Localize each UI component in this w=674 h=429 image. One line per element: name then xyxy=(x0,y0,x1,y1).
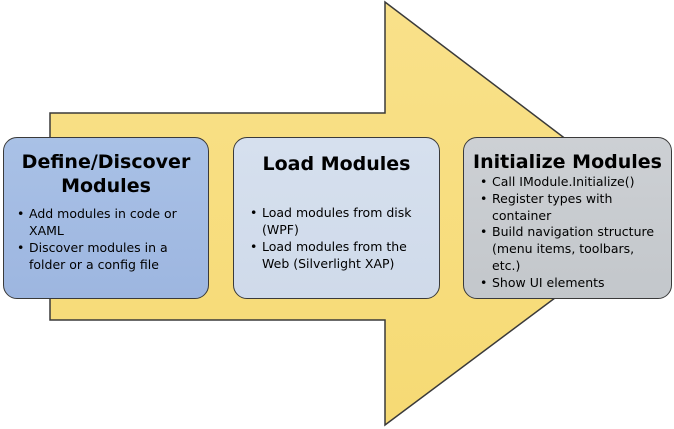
stage-title: Initialize Modules xyxy=(473,151,662,173)
stage-load-box: Load Modules • Load modules from disk (WP… xyxy=(233,137,440,299)
bullet-item: • Load modules from disk (WPF) xyxy=(248,204,433,238)
bullet-text: Load modules from the Web (Silverlight X… xyxy=(262,239,407,271)
bullet-item: •Show UI elements xyxy=(478,275,665,292)
bullet-text: Discover modules in a folder or a config… xyxy=(29,240,168,272)
stage-bullet-list: • Load modules from disk (WPF) • Load modu… xyxy=(248,204,433,272)
bullet-item: •Register types with container xyxy=(478,191,665,225)
bullet-item: • Call IModule.Initialize() xyxy=(478,174,665,191)
stage-initialize-box: Initialize Modules • Call IModule.Initial… xyxy=(463,137,672,299)
stage-bullet-list: •Call IModule.Initialize() •Register typ… xyxy=(478,174,665,292)
stage-title: Define/Discover Modules xyxy=(4,150,208,198)
stage-bullet-list: • Add modules in code or XAML • Discover m… xyxy=(15,205,202,273)
bullet-icon: • xyxy=(480,174,488,189)
bullet-item: •Build navigation structure (menu items,… xyxy=(478,224,665,274)
stage-title: Load Modules xyxy=(262,153,411,175)
bullet-item: • Discover modules in a folder or a confi… xyxy=(15,239,202,273)
bullet-text: Add modules in code or XAML xyxy=(29,206,177,238)
bullet-icon: • xyxy=(480,190,488,206)
bullet-icon: • xyxy=(17,240,25,255)
stage-title-line: Define/Discover xyxy=(21,151,191,173)
bullet-text: Build navigation structure (menu items, … xyxy=(492,224,655,273)
stage-title-line: Modules xyxy=(61,175,151,197)
bullet-item: • Add modules in code or XAML xyxy=(15,205,202,239)
bullet-icon: • xyxy=(250,205,258,220)
bullet-item: • Load modules from the Web (Silverlight … xyxy=(248,238,433,272)
bullet-icon: • xyxy=(250,239,258,254)
bullet-text: Show UI elements xyxy=(492,274,605,290)
bullet-text: Register types with container xyxy=(492,190,613,223)
bullet-text: Call IModule.Initialize() xyxy=(492,174,635,189)
bullet-icon: • xyxy=(480,274,488,290)
bullet-icon: • xyxy=(17,206,25,221)
stage-define-discover-box: Define/Discover Modules • Add modules in … xyxy=(3,137,209,299)
bullet-text: Load modules from disk (WPF) xyxy=(262,205,412,237)
bullet-icon: • xyxy=(480,224,488,240)
